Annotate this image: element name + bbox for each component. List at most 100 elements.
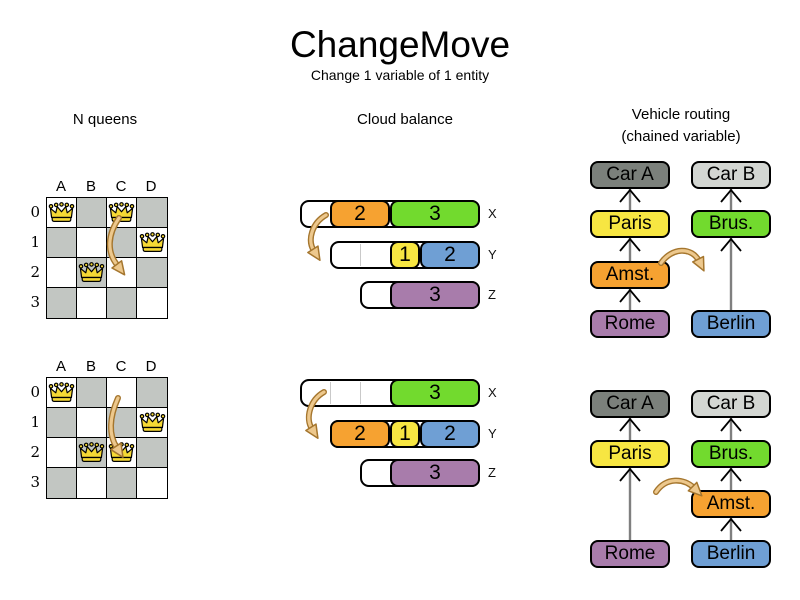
board-cell-A1 — [47, 228, 77, 258]
move-arrowhead-icon — [305, 423, 319, 440]
cloud-machine-label-z-after: Z — [488, 465, 496, 480]
board-cell-C1 — [107, 408, 137, 438]
board-before-col-label-B: B — [85, 178, 96, 195]
chain-arrowhead-icon — [619, 237, 641, 252]
chain-arrowhead-icon — [720, 237, 742, 252]
heading-cloud-balance: Cloud balance — [357, 111, 453, 128]
queen-icon — [48, 382, 75, 402]
cloud-computer-bar-x-after: 3 — [300, 379, 480, 407]
vehicle-box-paris-after: Paris — [590, 440, 670, 468]
board-cell-B2 — [77, 258, 107, 288]
vehicle-box-brus-before: Brus. — [691, 210, 771, 238]
board-cell-B3 — [77, 288, 107, 318]
cloud-process-segment-yellow-after: 1 — [390, 420, 420, 448]
chain-arrowhead-icon — [619, 467, 641, 482]
cloud-machine-label-x-after: X — [488, 385, 497, 400]
vehicle-box-amst-after: Amst. — [691, 490, 771, 518]
vehicle-box-cara-before: Car A — [590, 161, 670, 189]
board-cell-C0 — [107, 198, 137, 228]
board-cell-B1 — [77, 228, 107, 258]
queen-icon — [108, 442, 135, 462]
board-cell-A3 — [47, 288, 77, 318]
queen-icon — [139, 412, 165, 432]
board-cell-A3 — [47, 468, 77, 498]
chain-arrowhead-icon — [619, 417, 641, 432]
board-before-col-label-D: D — [145, 178, 157, 195]
chessboard-after — [46, 377, 168, 499]
board-cell-A0 — [47, 378, 77, 408]
cloud-process-segment-blue-after: 2 — [420, 420, 480, 448]
board-cell-D2 — [137, 258, 167, 288]
board-cell-B3 — [77, 468, 107, 498]
board-after-col-label-C: C — [115, 358, 127, 375]
vehicle-box-berlin-after: Berlin — [691, 540, 771, 568]
heading-vehicle-routing-line2: (chained variable) — [621, 128, 741, 145]
capacity-divider — [330, 382, 331, 404]
board-cell-D3 — [137, 288, 167, 318]
board-after-col-label-A: A — [55, 358, 66, 375]
cloud-process-segment-green-before: 3 — [390, 200, 480, 228]
vehicle-box-carb-before: Car B — [691, 161, 771, 189]
cloud-machine-label-y-before: Y — [488, 247, 497, 262]
capacity-divider — [360, 244, 361, 266]
board-before-row-label-1: 1 — [30, 233, 40, 251]
chain-arrowhead-icon — [619, 288, 641, 303]
cloud-process-segment-purple-before: 3 — [390, 281, 480, 309]
board-cell-A0 — [47, 198, 77, 228]
board-cell-D2 — [137, 438, 167, 468]
board-cell-B0 — [77, 198, 107, 228]
move-arrowhead-icon — [307, 245, 321, 262]
board-cell-D0 — [137, 378, 167, 408]
board-after-col-label-D: D — [145, 358, 157, 375]
queen-icon — [108, 202, 135, 222]
board-cell-D0 — [137, 198, 167, 228]
move-arrowhead-icon — [691, 255, 705, 272]
cloud-machine-label-z-before: Z — [488, 287, 496, 302]
board-cell-B0 — [77, 378, 107, 408]
board-after-row-label-0: 0 — [30, 383, 40, 401]
heading-vehicle-routing-line1: Vehicle routing — [631, 106, 731, 123]
cloud-process-segment-orange-after: 2 — [330, 420, 390, 448]
board-cell-C2 — [107, 258, 137, 288]
vehicle-box-brus-after: Brus. — [691, 440, 771, 468]
vehicle-box-cara-after: Car A — [590, 390, 670, 418]
cloud-process-segment-green-after: 3 — [390, 379, 480, 407]
cloud-machine-label-x-before: X — [488, 206, 497, 221]
board-cell-B1 — [77, 408, 107, 438]
board-cell-D3 — [137, 468, 167, 498]
board-after-row-label-1: 1 — [30, 413, 40, 431]
board-cell-C1 — [107, 228, 137, 258]
board-after-row-label-2: 2 — [30, 443, 40, 461]
queen-icon — [139, 232, 165, 252]
cloud-process-segment-orange-before: 2 — [330, 200, 390, 228]
chessboard-before — [46, 197, 168, 319]
vehicle-box-carb-after: Car B — [691, 390, 771, 418]
page-title: ChangeMove — [289, 24, 511, 65]
board-before-row-label-0: 0 — [30, 203, 40, 221]
page-subtitle: Change 1 variable of 1 entity — [310, 67, 490, 83]
board-cell-D1 — [137, 228, 167, 258]
board-cell-A1 — [47, 408, 77, 438]
board-cell-C3 — [107, 288, 137, 318]
cloud-process-segment-blue-before: 2 — [420, 241, 480, 269]
board-cell-D1 — [137, 408, 167, 438]
board-before-col-label-A: A — [55, 178, 66, 195]
queen-icon — [78, 442, 105, 462]
capacity-divider — [360, 382, 361, 404]
cloud-machine-label-y-after: Y — [488, 426, 497, 441]
heading-n-queens: N queens — [72, 111, 138, 128]
board-cell-B2 — [77, 438, 107, 468]
chain-arrowhead-icon — [720, 188, 742, 203]
board-cell-C3 — [107, 468, 137, 498]
board-after-col-label-B: B — [85, 358, 96, 375]
queen-icon — [78, 262, 105, 282]
board-before-row-label-3: 3 — [30, 293, 40, 311]
chain-arrowhead-icon — [720, 417, 742, 432]
chain-arrowhead-icon — [720, 467, 742, 482]
board-before-col-label-C: C — [115, 178, 127, 195]
board-cell-C0 — [107, 378, 137, 408]
board-cell-C2 — [107, 438, 137, 468]
